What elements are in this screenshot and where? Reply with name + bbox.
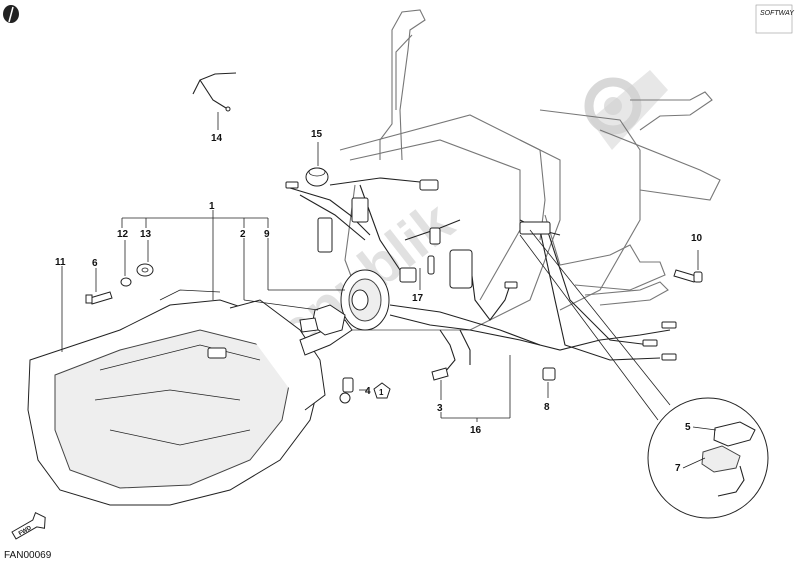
callout-11: 11 bbox=[55, 257, 66, 268]
grommet-15 bbox=[305, 167, 329, 187]
svg-text:SOFTWAY: SOFTWAY bbox=[760, 10, 795, 17]
page-marker-icon bbox=[3, 5, 19, 23]
terminal bbox=[504, 281, 518, 289]
callout-4: 4 bbox=[365, 386, 371, 397]
bulb-and-cover bbox=[299, 227, 441, 336]
tie-strap-14 bbox=[192, 72, 237, 112]
callout-14: 14 bbox=[211, 133, 223, 144]
harness-plug bbox=[351, 197, 369, 223]
callouts: 1 2 3 4 5 6 7 8 9 10 11 12 13 14 15 16 1… bbox=[55, 129, 703, 474]
softway-logo: SOFTWAY bbox=[755, 4, 795, 34]
harness-plug-top bbox=[419, 179, 439, 191]
callout-8: 8 bbox=[544, 402, 550, 413]
callout-1: 1 bbox=[209, 201, 215, 212]
terminal bbox=[642, 339, 658, 347]
callout-15: 15 bbox=[311, 129, 323, 140]
drawing-code: FAN00069 bbox=[4, 550, 52, 561]
terminal bbox=[661, 353, 677, 361]
detail-view bbox=[519, 229, 769, 519]
fwd-arrow-icon: FWD bbox=[11, 511, 46, 540]
harness-connector bbox=[449, 249, 473, 289]
callout-9: 9 bbox=[264, 229, 270, 240]
wiring-harness bbox=[285, 177, 677, 373]
callout-6: 6 bbox=[92, 258, 98, 269]
clip-8 bbox=[542, 367, 556, 381]
harness-connector-small bbox=[317, 217, 333, 253]
callout-13: 13 bbox=[140, 229, 152, 240]
screw-6 bbox=[85, 291, 113, 305]
kit-marker: 1 bbox=[373, 382, 391, 399]
headlight-assembly bbox=[27, 289, 353, 506]
callout-5: 5 bbox=[685, 422, 691, 433]
callout-10: 10 bbox=[691, 233, 703, 244]
harness-clip bbox=[519, 221, 551, 235]
callout-3: 3 bbox=[437, 403, 443, 414]
screw-10 bbox=[673, 269, 703, 283]
callout-7: 7 bbox=[675, 463, 681, 474]
svg-text:1: 1 bbox=[379, 388, 384, 397]
callout-2: 2 bbox=[240, 229, 246, 240]
terminal bbox=[661, 321, 677, 329]
bulb-socket-4 bbox=[339, 377, 354, 404]
bulb-17 bbox=[427, 255, 435, 275]
bulb-3 bbox=[431, 367, 449, 381]
callout-12: 12 bbox=[117, 229, 129, 240]
callout-16: 16 bbox=[470, 425, 482, 436]
washer-12 bbox=[120, 277, 132, 287]
grommet-13 bbox=[136, 263, 154, 277]
terminal bbox=[285, 181, 299, 189]
leader-lines bbox=[61, 112, 717, 469]
relay bbox=[399, 267, 417, 283]
callout-17: 17 bbox=[412, 293, 424, 304]
